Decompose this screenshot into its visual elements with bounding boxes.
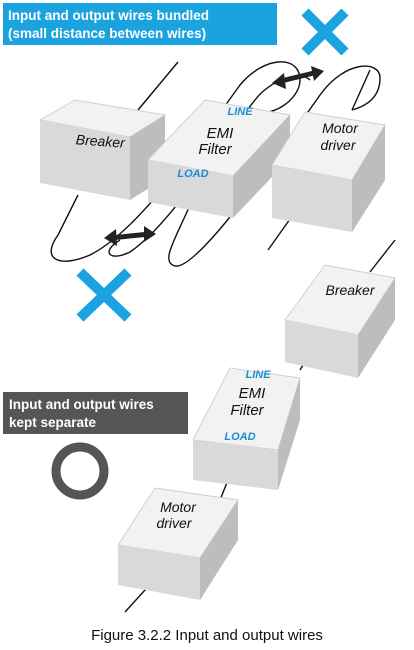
callout-bundled-bg (3, 3, 277, 45)
callout-bundled: Input and output wires bundled (small di… (3, 3, 277, 45)
motor-label-line2: driver (320, 137, 356, 153)
breaker-label: Breaker (325, 282, 375, 298)
motor-label-line1: Motor (160, 499, 197, 515)
filter-line-label: LINE (245, 369, 271, 381)
motor-driver-box-separate: Motor driver (117, 487, 239, 600)
filter-load-label: LOAD (177, 168, 208, 180)
filter-line-label: LINE (227, 106, 253, 118)
filter-emi-label: EMI (207, 125, 234, 142)
filter-emi-label: EMI (239, 385, 266, 402)
motor-label-line1: Motor (322, 120, 359, 136)
callout-bundled-line1: Input and output wires bundled (8, 8, 209, 23)
callout-separate-bg (3, 392, 188, 434)
motor-driver-box-bundled: Motor driver (271, 111, 386, 232)
filter-filter-label: Filter (198, 141, 232, 158)
emi-filter-box-separate: LINE EMI Filter LOAD (192, 367, 301, 490)
motor-label-line2: driver (156, 515, 192, 531)
double-arrow-icon (272, 66, 324, 89)
circle-ok-icon (51, 442, 109, 500)
figure-caption: Figure 3.2.2 Input and output wires (91, 627, 323, 644)
callout-bundled-line2: (small distance between wires) (8, 26, 206, 41)
callout-separate-line2: kept separate (9, 415, 97, 430)
double-arrow-icon (104, 226, 156, 246)
callout-separate: Input and output wires kept separate (3, 392, 188, 434)
breaker-box-separate: Breaker (284, 264, 396, 378)
emi-filter-box-bundled: LINE EMI Filter LOAD (147, 99, 291, 218)
filter-load-label: LOAD (224, 431, 255, 443)
cross-icon (301, 8, 349, 56)
cross-icon (76, 268, 132, 322)
filter-filter-label: Filter (230, 402, 264, 419)
breaker-label: Breaker (75, 131, 126, 150)
callout-separate-line1: Input and output wires (9, 397, 154, 412)
breaker-box-bundled: Breaker (38, 99, 167, 200)
